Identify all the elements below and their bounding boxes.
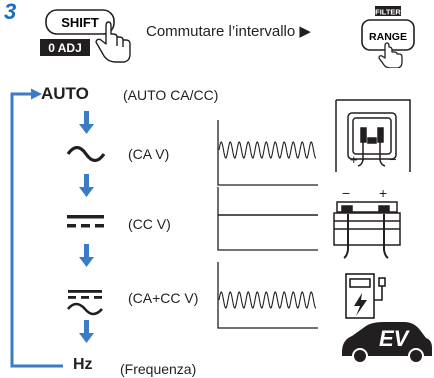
ac-symbol-icon <box>66 145 106 163</box>
acdc-symbol-icon <box>66 290 103 316</box>
wall-outlet-icon: + − <box>335 99 411 172</box>
car-battery-icon: − + <box>333 185 401 259</box>
range-key[interactable]: FILTER RANGE <box>358 6 418 68</box>
down-arrow-icon <box>79 244 94 267</box>
dc-symbol-icon <box>67 215 104 228</box>
pressing-hand-icon <box>95 21 131 63</box>
electric-car-icon <box>342 322 432 364</box>
mode-ac-description: (CA V) <box>128 146 170 162</box>
shift-key-sublabel: 0 ADJ <box>48 41 82 55</box>
svg-text:−: − <box>389 152 397 167</box>
down-arrow-icon <box>79 111 94 134</box>
loop-arrow-head <box>31 88 42 100</box>
shift-key[interactable]: SHIFT 0 ADJ <box>30 4 134 64</box>
mode-dc-description: (CC V) <box>128 216 171 232</box>
svg-text:+: + <box>350 152 358 167</box>
mode-hz-description: (Frequenza) <box>120 361 197 377</box>
mode-auto-label: AUTO <box>41 84 89 103</box>
svg-text:−: − <box>342 185 350 201</box>
waveform-dc <box>217 187 318 251</box>
down-arrow-icon <box>79 320 94 343</box>
instruction-text: Commutare l’intervallo ▶ <box>146 23 311 40</box>
range-key-sublabel: FILTER <box>375 8 401 17</box>
waveform-ac <box>217 120 318 186</box>
ev-badge: EV <box>379 326 409 351</box>
mode-hz-label: Hz <box>73 356 93 373</box>
mode-auto-description: (AUTO CA/CC) <box>123 87 219 103</box>
step-number: 3 <box>4 0 17 24</box>
shift-key-label: SHIFT <box>61 15 99 30</box>
waveform-acdc <box>217 262 318 329</box>
mode-acdc-description: (CA+CC V) <box>128 290 199 306</box>
down-arrow-icon <box>79 174 94 197</box>
svg-text:+: + <box>379 185 387 201</box>
range-key-label: RANGE <box>369 31 407 43</box>
pressing-hand-icon <box>378 42 403 68</box>
loop-arrow <box>10 92 63 368</box>
charging-station-icon <box>345 273 386 319</box>
